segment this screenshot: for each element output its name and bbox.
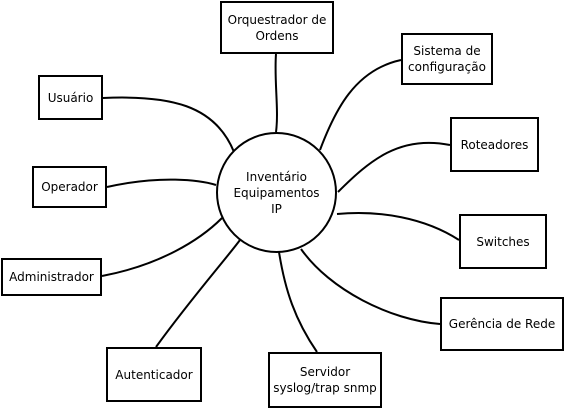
connector-switches [336, 212, 460, 241]
connector-gerencia [300, 248, 441, 325]
connector-autenticador [155, 239, 241, 348]
connector-sistema [319, 59, 402, 151]
node-label: Orquestrador de Ordens [227, 12, 327, 43]
node-usuario: Usuário [38, 75, 103, 120]
connector-administrador [101, 217, 223, 277]
node-autenticador: Autenticador [106, 347, 202, 402]
node-label: Roteadores [460, 137, 529, 152]
node-switches: Switches [459, 214, 547, 269]
node-label: Usuário [47, 90, 94, 105]
node-label: Operador [41, 180, 98, 194]
node-label: Sistema de configuração [408, 44, 486, 74]
node-administrador: Administrador [1, 258, 102, 296]
node-label: Switches [476, 234, 530, 249]
inventario-hub: Inventário Equipamentos IP [216, 132, 337, 253]
node-label: Servidor syslog/trap snmp [273, 365, 377, 395]
connector-servidor [278, 251, 318, 353]
node-servidor-syslog: Servidor syslog/trap snmp [268, 352, 382, 408]
node-label: Gerência de Rede [448, 317, 556, 331]
node-roteadores: Roteadores [450, 117, 539, 172]
connector-orquestrador [274, 53, 278, 133]
node-sistema-de-configuracao: Sistema de configuração [401, 33, 493, 85]
hub-label: Inventário Equipamentos IP [233, 169, 320, 216]
node-label: Autenticador [115, 367, 193, 382]
node-operador: Operador [32, 166, 107, 208]
node-label: Administrador [9, 270, 94, 284]
node-orquestrador-de-ordens: Orquestrador de Ordens [220, 1, 334, 54]
connector-roteadores [337, 141, 451, 193]
node-gerencia-de-rede: Gerência de Rede [440, 297, 564, 351]
connector-usuario [102, 96, 235, 153]
connector-operador [106, 178, 217, 188]
